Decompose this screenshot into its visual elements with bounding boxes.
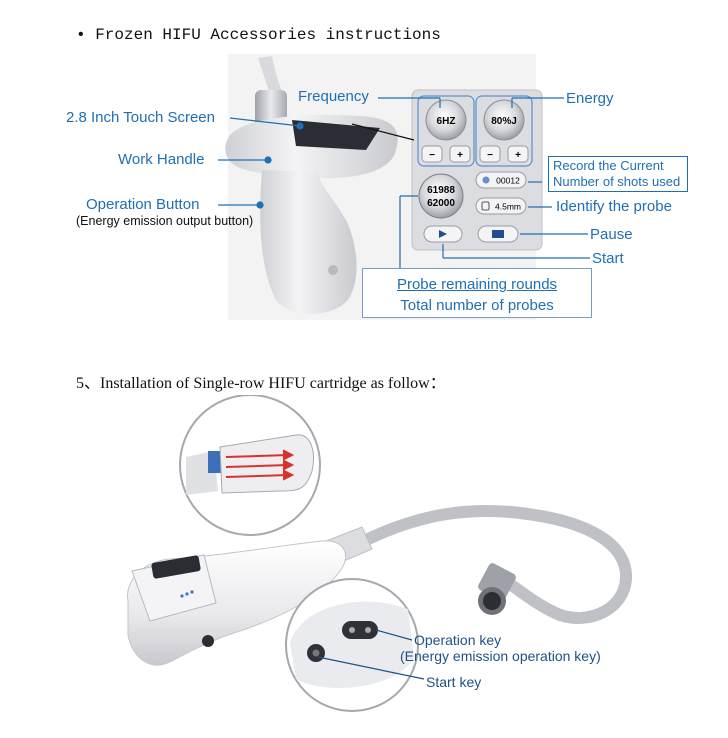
handle-body xyxy=(260,170,357,314)
energy-value: 80%J xyxy=(491,116,517,127)
label-work-handle: Work Handle xyxy=(118,151,205,168)
pause-icon xyxy=(492,230,504,238)
section1-heading: • Frozen HIFU Accessories instructions xyxy=(76,26,441,44)
touch-screen-shape xyxy=(292,120,380,150)
frequency-minus-button[interactable] xyxy=(421,145,443,163)
label-start-key: Start key xyxy=(426,674,482,690)
section2-heading: 5、Installation of Single-row HIFU cartri… xyxy=(76,375,446,392)
drop-icon xyxy=(482,176,490,184)
inset-cartridge-detail xyxy=(179,395,321,536)
operation-key[interactable] xyxy=(342,621,378,639)
frequency-minus-label: − xyxy=(429,150,435,161)
frequency-knob xyxy=(425,99,467,141)
label-total-probes: Total number of probes xyxy=(400,297,554,314)
frequency-value: 6HZ xyxy=(437,116,456,127)
cable xyxy=(354,504,633,624)
cartridge-illustration xyxy=(127,395,633,712)
shots-value: 00012 xyxy=(496,176,520,186)
label-touch-screen: 2.8 Inch Touch Screen xyxy=(66,109,215,126)
label-probe-remaining: Probe remaining rounds xyxy=(396,276,558,293)
rounds-dial xyxy=(418,173,464,219)
label-frequency: Frequency xyxy=(298,88,369,105)
inset-buttons-detail xyxy=(285,578,419,712)
insertion-arrows xyxy=(225,449,295,481)
label-operation-key: Operation key xyxy=(414,632,502,648)
label-identify-probe: Identify the probe xyxy=(556,198,672,215)
rounds-bottom: 62000 xyxy=(427,198,455,209)
label-record-line1: Record the Current xyxy=(553,158,664,173)
cartridge-led-dots xyxy=(180,590,194,598)
handle-cable xyxy=(258,56,282,94)
frequency-plus-button[interactable] xyxy=(449,145,471,163)
handle-button-dot xyxy=(328,265,338,275)
label-operation-button: Operation Button xyxy=(86,196,200,213)
shots-counter xyxy=(475,171,527,189)
energy-knob xyxy=(483,99,525,141)
play-icon xyxy=(439,230,447,238)
energy-plus-button[interactable] xyxy=(507,145,529,163)
handset-button xyxy=(202,635,214,647)
frequency-plus-label: + xyxy=(457,150,463,161)
energy-plus-label: + xyxy=(515,150,521,161)
label-energy: Energy xyxy=(566,90,614,107)
energy-minus-label: − xyxy=(487,150,493,161)
probe-size-value: 4.5mm xyxy=(495,202,521,212)
label-start: Start xyxy=(592,250,624,267)
probe-info-box: Probe remaining rounds Total number of p… xyxy=(362,268,592,318)
label-operation-button-note: (Energy emission output button) xyxy=(76,214,254,228)
cartridge-window xyxy=(151,555,201,579)
label-record-line2: Number of shots used xyxy=(553,174,681,189)
label-pause: Pause xyxy=(590,226,633,243)
energy-minus-button[interactable] xyxy=(479,145,501,163)
record-shots-box: Record the Current Number of shots used xyxy=(548,156,688,192)
rounds-top: 61988 xyxy=(427,185,455,196)
label-operation-key-note: (Energy emission operation key) xyxy=(400,648,601,664)
cable-connector xyxy=(478,563,516,615)
probe-icon xyxy=(481,201,490,211)
